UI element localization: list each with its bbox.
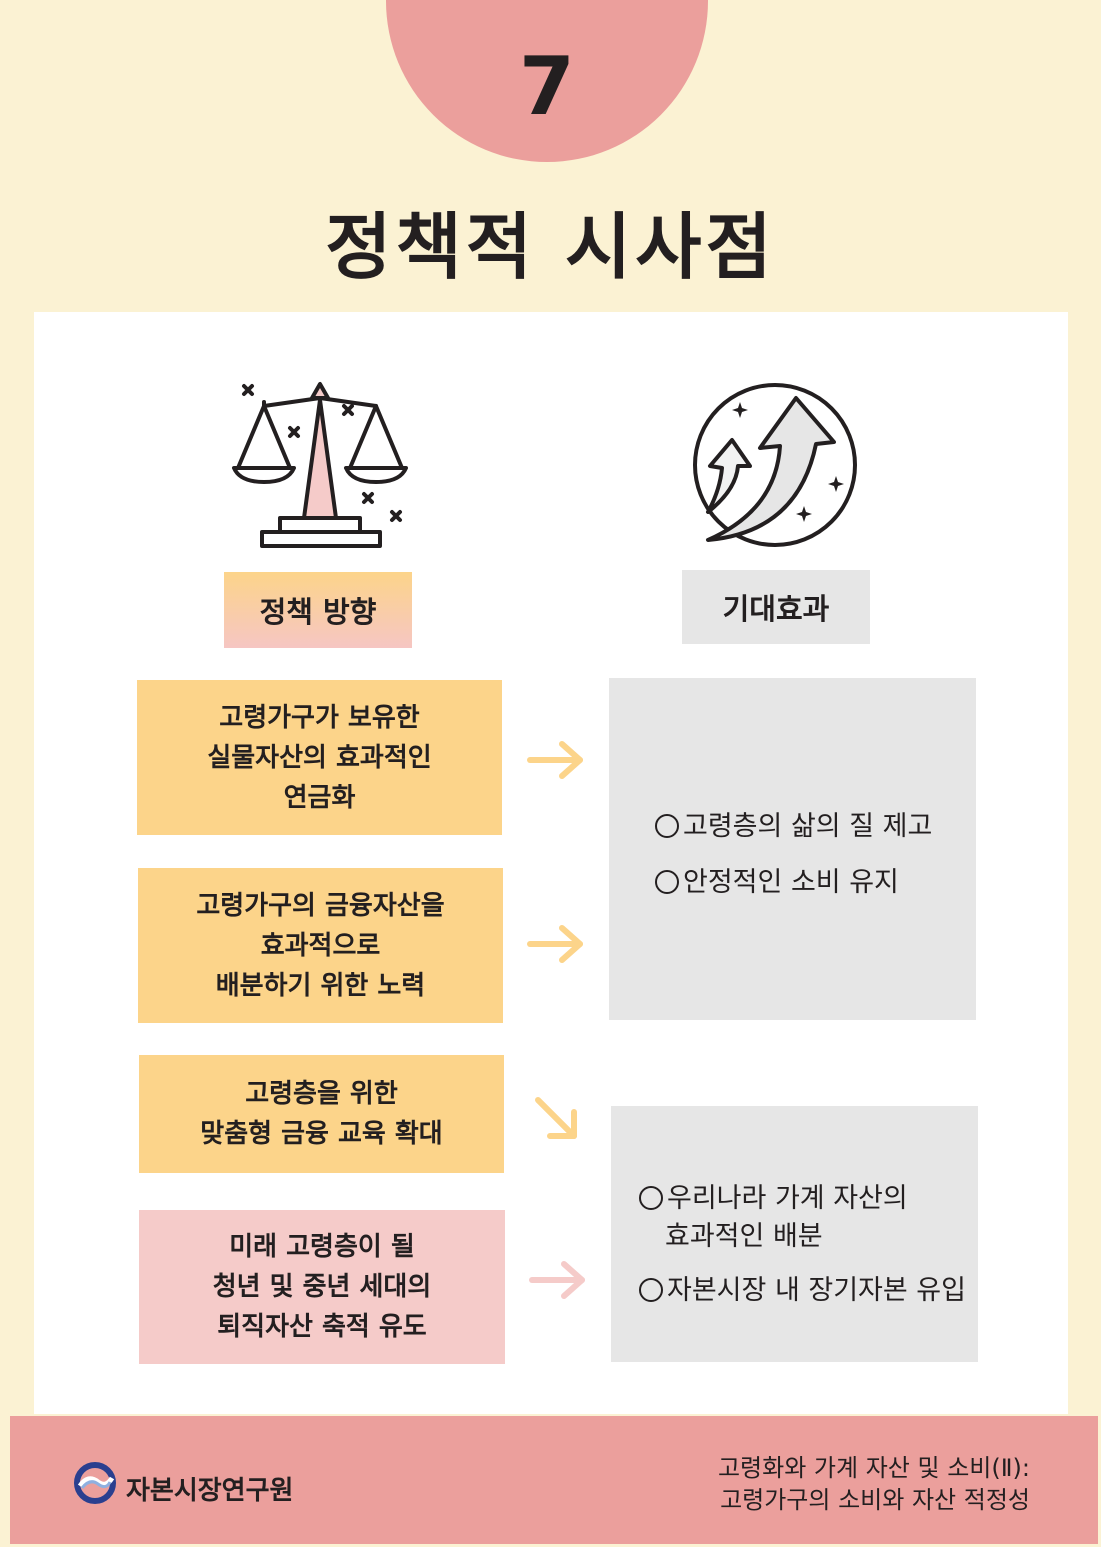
policy-box-1: 고령가구가 보유한 실물자산의 효과적인 연금화 (137, 680, 502, 835)
policy-line: 고령가구가 보유한 (219, 702, 420, 733)
policy-direction-tag: 정책 방향 (224, 572, 412, 648)
arrow-right-icon (527, 925, 583, 963)
effect-text: 안정적인 소비 유지 (683, 867, 899, 898)
expected-effect-tag: 기대효과 (682, 570, 870, 644)
effect-item: 자본시장 내 장기자본 유입 (639, 1268, 966, 1307)
effect-item: 우리나라 가계 자산의 (639, 1176, 908, 1215)
effect-box-2: 우리나라 가계 자산의 효과적인 배분 자본시장 내 장기자본 유입 (611, 1106, 978, 1362)
effect-box-1: 고령층의 삶의 질 제고 안정적인 소비 유지 (609, 678, 976, 1020)
growth-arrow-icon (693, 383, 857, 547)
page-title: 정책적 시사점 (325, 205, 776, 289)
org-name: 자본시장연구원 (126, 1476, 294, 1506)
policy-box-3: 고령층을 위한 맞춤형 금융 교육 확대 (139, 1055, 504, 1173)
policy-line: 배분하기 위한 노력 (215, 970, 426, 1001)
effect-item: 안정적인 소비 유지 (655, 860, 899, 899)
report-title-line: 고령가구의 소비와 자산 적정성 (720, 1486, 1030, 1514)
policy-line: 퇴직자산 축적 유도 (217, 1312, 427, 1342)
policy-line: 미래 고령층이 될 (229, 1232, 415, 1262)
report-title: 고령화와 가계 자산 및 소비(Ⅱ): 고령가구의 소비와 자산 적정성 (718, 1452, 1030, 1516)
policy-line: 청년 및 중년 세대의 (212, 1272, 432, 1302)
org-logo-icon (74, 1462, 116, 1504)
policy-line: 맞춤형 금융 교육 확대 (200, 1119, 443, 1149)
report-title-line: 고령화와 가계 자산 및 소비(Ⅱ): (717, 1454, 1030, 1482)
policy-line: 고령층을 위한 (245, 1079, 398, 1109)
policy-box-2: 고령가구의 금융자산을 효과적으로 배분하기 위한 노력 (138, 868, 503, 1023)
effect-text: 우리나라 가계 자산의 (667, 1183, 908, 1214)
footer: 자본시장연구원 고령화와 가계 자산 및 소비(Ⅱ): 고령가구의 소비와 자산… (10, 1416, 1098, 1544)
policy-box-4: 미래 고령층이 될 청년 및 중년 세대의 퇴직자산 축적 유도 (139, 1210, 505, 1364)
scale-icon (232, 382, 408, 548)
effect-item: 고령층의 삶의 질 제고 (655, 804, 932, 843)
circle-bullet-icon (639, 1185, 663, 1210)
policy-line: 효과적으로 (260, 930, 381, 961)
effect-text-continued: 효과적인 배분 (665, 1221, 823, 1252)
effect-text: 고령층의 삶의 질 제고 (683, 811, 933, 842)
policy-line: 실물자산의 효과적인 (207, 742, 432, 773)
arrow-right-icon (529, 1261, 585, 1299)
circle-bullet-icon (655, 869, 679, 894)
section-number: 7 (519, 40, 575, 133)
arrow-down-right-icon (535, 1097, 577, 1139)
policy-line: 고령가구의 금융자산을 (196, 890, 445, 921)
circle-bullet-icon (655, 813, 679, 838)
effect-text: 자본시장 내 장기자본 유입 (667, 1275, 966, 1306)
policy-line: 연금화 (283, 782, 356, 813)
circle-bullet-icon (639, 1277, 663, 1302)
arrow-right-icon (527, 741, 583, 779)
